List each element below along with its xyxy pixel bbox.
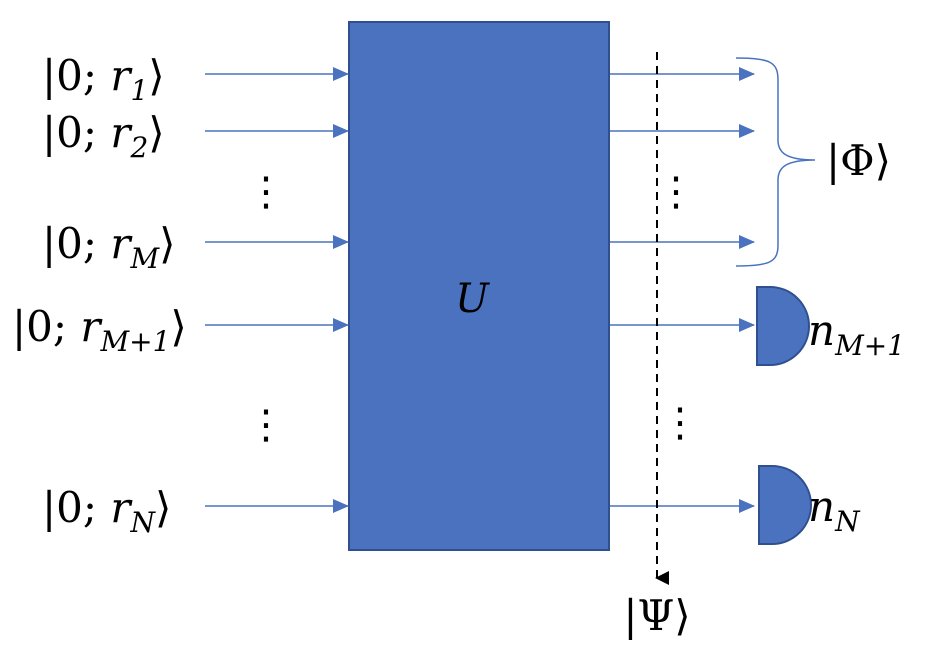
phi-brace <box>735 57 816 267</box>
input-label-N: |0; rN⟩ <box>42 483 171 539</box>
svg-text:|0; rN⟩: |0; rN⟩ <box>42 483 171 539</box>
detector-N <box>758 465 812 545</box>
svg-text:|0; rM⟩: |0; rM⟩ <box>42 219 176 275</box>
input-label-M: |0; rM⟩ <box>42 219 176 275</box>
output-dots-upper: ⋮ <box>656 169 696 215</box>
detector-M1 <box>756 286 810 366</box>
input-label-1: |0; r1⟩ <box>42 51 165 107</box>
output-dots-lower: ⋮ <box>660 400 700 446</box>
svg-text:|0; r2⟩: |0; r2⟩ <box>42 108 165 164</box>
unitary-label: U <box>455 276 490 322</box>
svg-text:|0; rM+1⟩: |0; rM+1⟩ <box>12 302 187 358</box>
input-dots-upper: ⋮ <box>246 169 286 215</box>
input-label-M1: |0; rM+1⟩ <box>12 302 187 358</box>
detector-label-N: nN <box>808 482 861 538</box>
svg-text:|0; r1⟩: |0; r1⟩ <box>42 51 165 107</box>
phi-label: |Φ⟩ <box>826 136 891 185</box>
input-dots-lower: ⋮ <box>246 402 286 448</box>
svg-text:nN: nN <box>808 482 861 538</box>
svg-text:nM+1: nM+1 <box>808 306 905 362</box>
unitary-box <box>348 21 610 551</box>
input-label-2: |0; r2⟩ <box>42 108 165 164</box>
psi-label: |Ψ⟩ <box>623 591 690 640</box>
detector-label-M1: nM+1 <box>808 306 905 362</box>
